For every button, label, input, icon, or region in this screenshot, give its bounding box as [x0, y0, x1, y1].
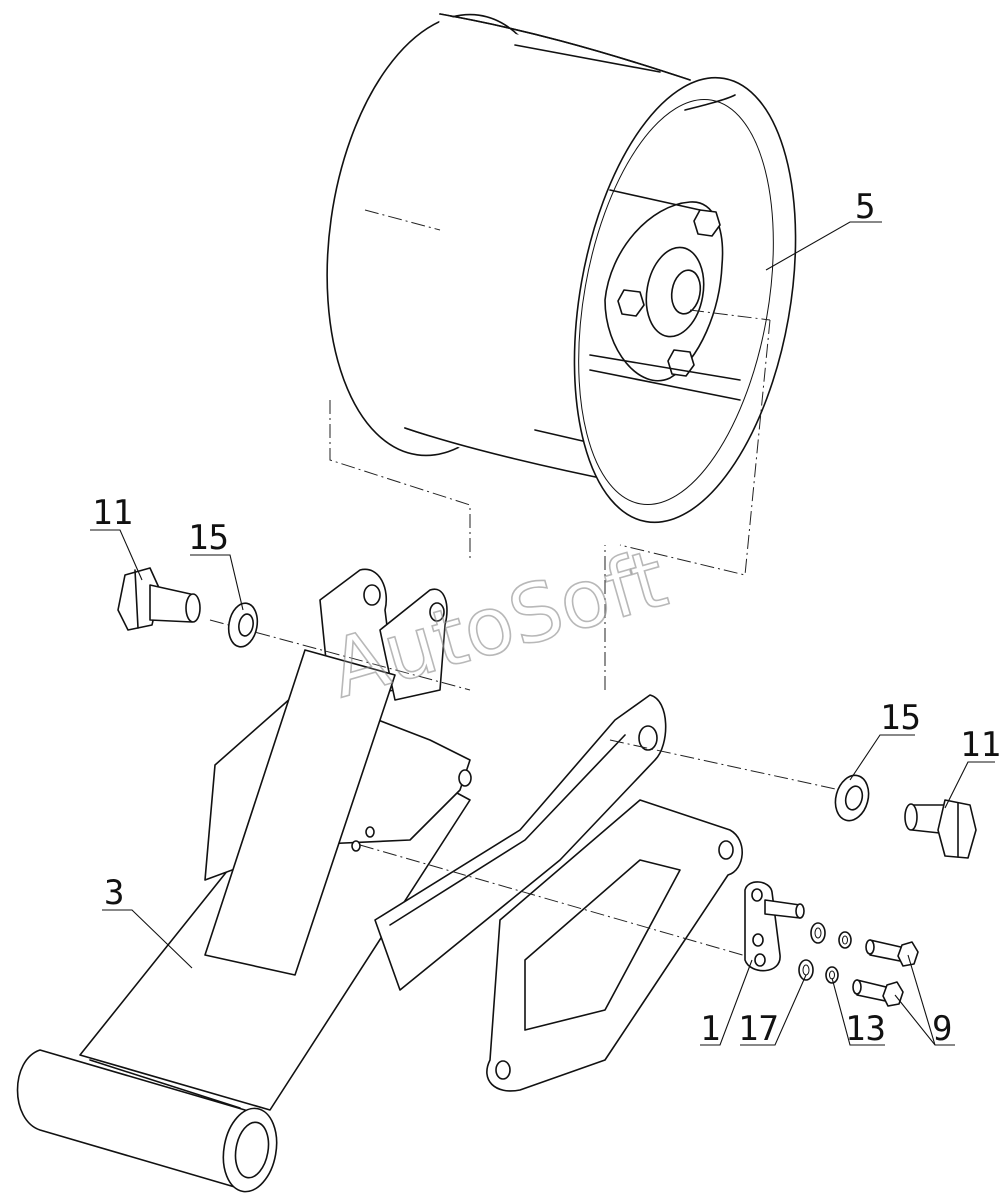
callout-11-right: 11 [960, 725, 999, 765]
small-bolts-9 [852, 939, 919, 1007]
callout-15-right: 15 [880, 698, 921, 738]
lever-plate-1 [744, 881, 805, 972]
callout-1: 1 [700, 1009, 720, 1049]
bolt-11-left [117, 567, 201, 631]
leader-lines [90, 221, 995, 1046]
bolt-11-right [904, 799, 977, 859]
callout-5: 5 [855, 187, 875, 227]
spring-washers-13 [825, 931, 852, 984]
callout-labels: 5 11 15 15 11 3 1 17 13 9 [92, 187, 999, 1049]
callout-13: 13 [845, 1009, 886, 1049]
callout-3: 3 [104, 873, 124, 913]
arm-bracket [16, 545, 841, 1193]
watermark-logo: AutoSoft [320, 532, 676, 716]
washer-15-left [227, 602, 259, 648]
drum-reel [326, 13, 797, 576]
callout-15-left: 15 [188, 518, 229, 558]
callout-11-left: 11 [92, 493, 133, 533]
callout-17: 17 [738, 1009, 779, 1049]
washer-15-right [834, 774, 870, 822]
callout-9: 9 [932, 1009, 952, 1049]
flat-washers-17 [798, 922, 826, 981]
